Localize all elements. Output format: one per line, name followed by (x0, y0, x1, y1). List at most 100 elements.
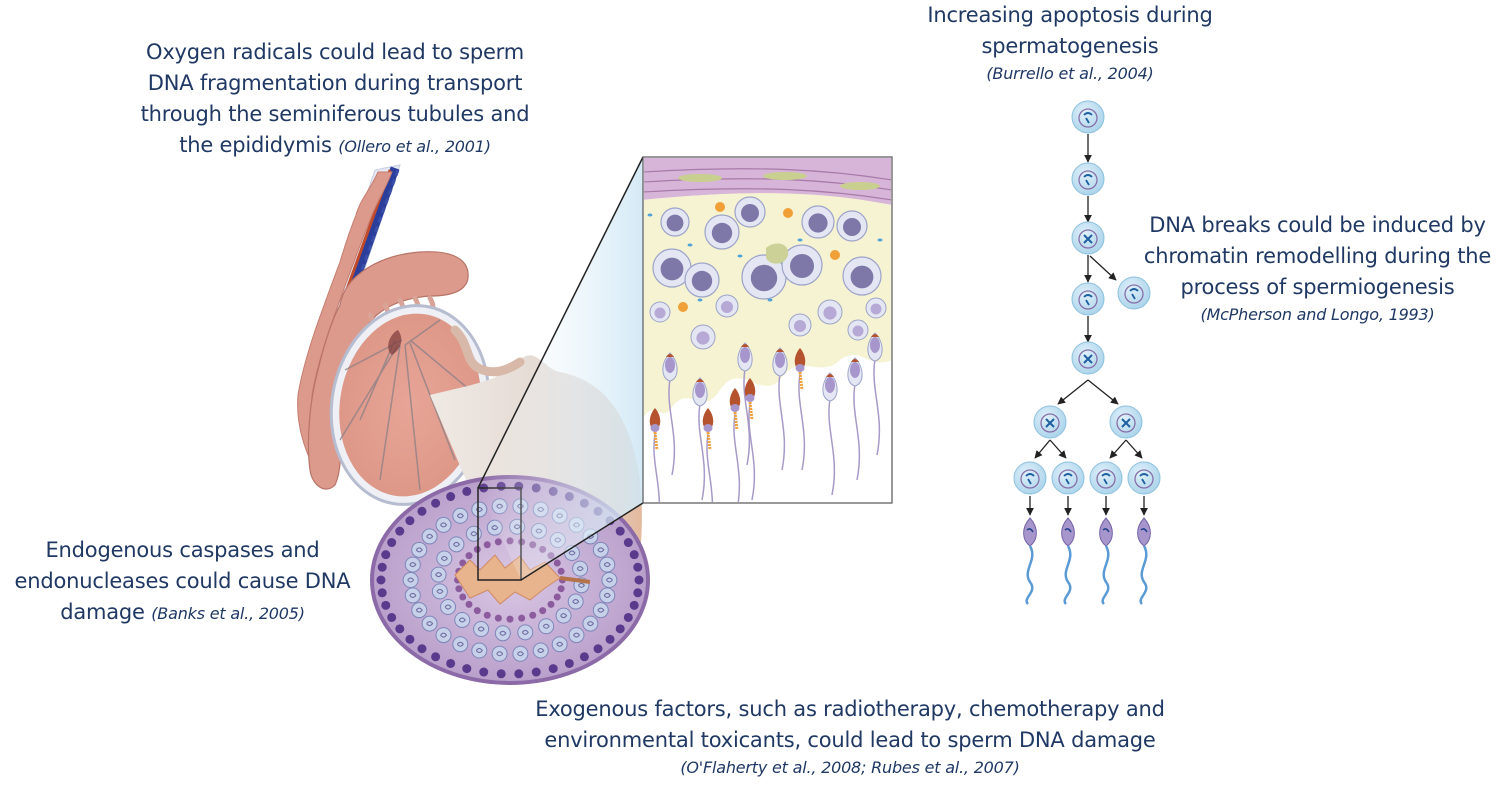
spermatogonium-cell (462, 486, 472, 496)
germ-cell (1033, 405, 1067, 439)
sperm-tail (1025, 545, 1034, 605)
sperm-tail (828, 398, 836, 496)
nucleus (808, 213, 828, 233)
spermatocyte-cell (404, 556, 421, 573)
germ-cell (1071, 221, 1105, 255)
spermatogonium-cell (479, 667, 489, 677)
nucleus (843, 218, 861, 236)
round-spermatid (715, 294, 739, 318)
spermatocyte-cell (471, 642, 488, 659)
acrosome (826, 374, 834, 377)
zoom-beam (478, 157, 643, 580)
spermatocyte-cell (471, 501, 488, 518)
spermatid-cell (494, 614, 502, 622)
spermatocyte (684, 262, 720, 298)
spermatid-cell (558, 576, 566, 584)
spermatocyte-cell (549, 532, 566, 549)
acrosome (851, 359, 859, 362)
spermatogonium-cell (593, 644, 603, 654)
spermatocyte-cell (532, 642, 549, 659)
tubule-lumen (454, 554, 561, 605)
spermatozoon (1137, 517, 1151, 605)
spermatogonium-cell (381, 550, 391, 560)
organelle (697, 298, 703, 302)
spermatocyte-cell (599, 556, 616, 573)
spermatogonium-cell (405, 516, 415, 526)
spermatocyte-cell (512, 645, 529, 662)
spermatocyte-cell (601, 572, 618, 588)
spermatid-cell (506, 537, 514, 545)
nucleus (660, 257, 684, 281)
spermatocyte-cell (568, 516, 585, 533)
spermatogonium-cell (605, 516, 615, 526)
spermatid-cytoplasm (692, 377, 708, 407)
annotation-line: DNA fragmentation during transport (147, 71, 523, 95)
spermatocyte-cell (431, 583, 448, 600)
spermatocyte-cell (411, 602, 428, 619)
spermatid-cytoplasm (737, 342, 753, 372)
spermatid-cell (483, 611, 491, 619)
sperm-head (1137, 517, 1151, 547)
cell-nucleus (1020, 469, 1040, 489)
spermatid-cell (465, 600, 473, 608)
spermatocyte (741, 254, 787, 300)
round-spermatid (649, 301, 671, 323)
chromatin (1101, 473, 1111, 485)
chromatin (1083, 112, 1093, 124)
sperm-dna (1064, 528, 1072, 533)
seminiferous-tubule (370, 475, 650, 685)
sperm-head (665, 357, 675, 373)
acrosome (741, 344, 749, 347)
spermatogonium-cell (377, 562, 387, 572)
spermatogonium-cell (496, 669, 506, 679)
cell-nucleus (1134, 469, 1154, 489)
spermatogonium-cell (634, 575, 644, 585)
spermatogonium-cell (417, 644, 427, 654)
spermatogonium-cell (531, 483, 541, 493)
spermatocyte (660, 207, 690, 237)
annotation-caspases: Endogenous caspases and endonucleases co… (0, 535, 365, 629)
scrotum-skin (430, 355, 642, 620)
spermatid-cytoplasm (822, 372, 838, 402)
acrosome (649, 408, 661, 430)
spermatid-cell (547, 552, 555, 560)
spermatocyte-cell (592, 541, 609, 558)
spermatid-cell (473, 545, 481, 553)
organelle (737, 254, 743, 258)
spermatocyte-cell (452, 636, 469, 653)
annotation-line: the epididymis (179, 133, 332, 157)
organelle (647, 213, 653, 217)
spermatogonium-cell (462, 664, 472, 674)
round-spermatid (847, 319, 869, 341)
spermatogonium-cell (629, 550, 639, 560)
spermatocyte-cell (435, 516, 452, 533)
acrosome (871, 334, 879, 337)
spermatogonium-cell (431, 498, 441, 508)
annotation-line: DNA breaks could be induced by (1149, 213, 1486, 237)
spermatocyte-cell (473, 621, 490, 638)
annotation-line: Exogenous factors, such as radiotherapy,… (535, 697, 1165, 721)
annotation-line: Increasing apoptosis during (927, 3, 1213, 27)
round-spermatid (690, 324, 716, 350)
sperm-tail (748, 403, 756, 501)
lineage-arrow (1087, 379, 1119, 405)
nucleus (711, 222, 733, 244)
spermatogonium-cell (405, 634, 415, 644)
spermatic-cord (299, 164, 401, 401)
spermatogonium-cell (548, 486, 558, 496)
nucleus (666, 214, 684, 232)
efferent-ductules (364, 295, 436, 358)
sperm-dna (1140, 528, 1148, 533)
spermatogonium-cell (496, 481, 506, 491)
sperm-dna (1026, 528, 1034, 533)
lineage-arrow (1057, 379, 1089, 405)
spermatogonium-cell (579, 652, 589, 662)
spermatogonium-cell (623, 612, 633, 622)
spermatid-cell (539, 607, 547, 615)
germ-cell (1071, 100, 1105, 134)
sperm-tail (1101, 545, 1110, 605)
spermatocyte-cell (599, 587, 616, 604)
annotation-line: endonucleases could cause DNA (14, 569, 351, 593)
spermatogonium-cell (579, 498, 589, 508)
spermatocyte-cell (572, 560, 589, 577)
